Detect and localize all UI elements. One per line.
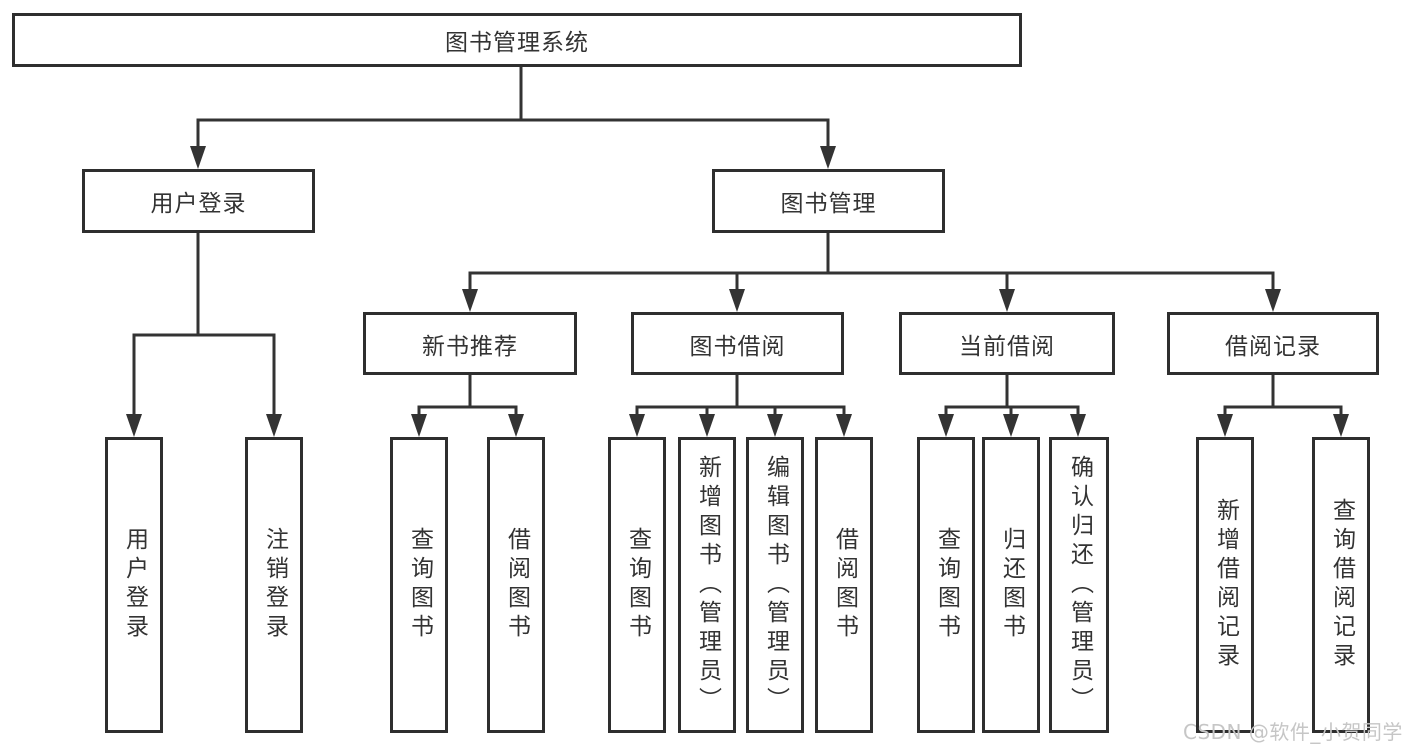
leaf-records-query-record: 查询借阅记录: [1312, 437, 1370, 733]
leaf-current-confirm-return-admin: 确认归还（管理员）: [1049, 437, 1109, 733]
leaf-borrowing-borrow-books: 借阅图书: [815, 437, 873, 733]
arrowheads: [126, 146, 1349, 437]
leaf-borrowing-query-books: 查询图书: [608, 437, 666, 733]
node-borrowing-records-label: 借阅记录: [1225, 333, 1321, 360]
node-book-borrowing: 图书借阅: [631, 312, 844, 375]
root-node-library-management-system: 图书管理系统: [12, 13, 1022, 67]
leaf-current-return-books-label: 归还图书: [998, 527, 1025, 643]
leaf-current-return-books: 归还图书: [982, 437, 1040, 733]
leaf-records-add-record-label: 新增借阅记录: [1212, 498, 1239, 672]
node-new-book-recommendation-label: 新书推荐: [422, 333, 518, 360]
leaf-borrowing-borrow-books-label: 借阅图书: [831, 527, 858, 643]
node-user-login-label: 用户登录: [150, 191, 247, 217]
leaf-current-confirm-return-admin-label: 确认归还（管理员）: [1066, 454, 1093, 716]
leaf-recommend-borrow-books: 借阅图书: [487, 437, 545, 733]
leaf-recommend-query-books-label: 查询图书: [406, 527, 433, 643]
leaf-recommend-borrow-books-label: 借阅图书: [503, 527, 530, 643]
node-borrowing-records: 借阅记录: [1167, 312, 1379, 375]
leaf-current-query-books: 查询图书: [917, 437, 975, 733]
node-book-management: 图书管理: [712, 169, 945, 233]
leaf-user-login: 用户登录: [105, 437, 163, 733]
leaf-borrowing-edit-books-admin: 编辑图书（管理员）: [746, 437, 804, 733]
node-user-login: 用户登录: [82, 169, 315, 233]
leaf-user-login-label: 用户登录: [121, 527, 148, 643]
leaf-recommend-query-books: 查询图书: [390, 437, 448, 733]
root-node-label: 图书管理系统: [445, 30, 589, 56]
leaf-borrowing-add-books-admin-label: 新增图书（管理员）: [694, 454, 721, 716]
leaf-current-query-books-label: 查询图书: [933, 527, 960, 643]
node-current-borrowing-label: 当前借阅: [959, 333, 1055, 360]
node-new-book-recommendation: 新书推荐: [363, 312, 577, 375]
leaf-borrowing-add-books-admin: 新增图书（管理员）: [678, 437, 736, 733]
leaf-borrowing-query-books-label: 查询图书: [624, 527, 651, 643]
leaf-records-query-record-label: 查询借阅记录: [1328, 498, 1355, 672]
leaf-logout: 注销登录: [245, 437, 303, 733]
node-book-management-label: 图书管理: [780, 191, 877, 217]
csdn-watermark: CSDN @软件_小贺同学: [1183, 720, 1403, 744]
leaf-borrowing-edit-books-admin-label: 编辑图书（管理员）: [762, 454, 789, 716]
leaf-logout-label: 注销登录: [261, 527, 288, 643]
node-current-borrowing: 当前借阅: [899, 312, 1115, 375]
leaf-records-add-record: 新增借阅记录: [1196, 437, 1254, 733]
node-book-borrowing-label: 图书借阅: [689, 333, 786, 360]
